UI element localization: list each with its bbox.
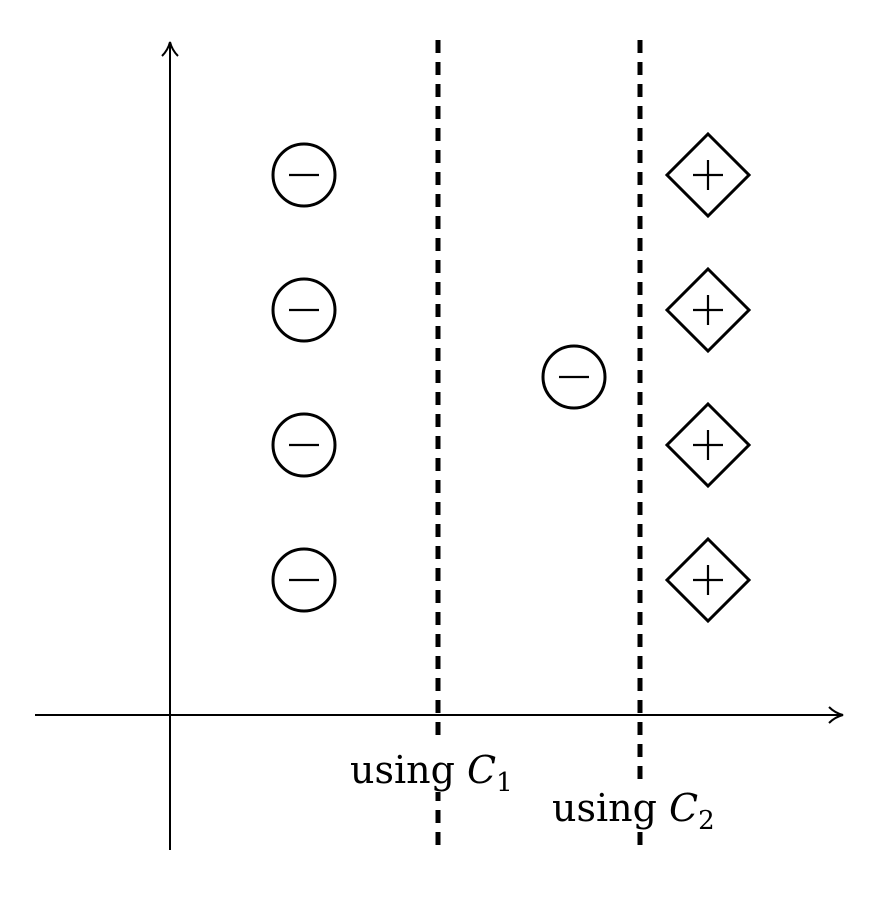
boundary-label-c2: using C2: [552, 786, 715, 836]
boundary-label-c1: using C1: [350, 748, 513, 798]
plus-icon: [693, 160, 723, 190]
plus-icon: [693, 295, 723, 325]
y-axis-arrow-icon: [161, 41, 179, 57]
negative-point: [541, 344, 607, 410]
positive-point: [664, 536, 752, 624]
positive-point: [664, 401, 752, 489]
positive-point: [664, 266, 752, 354]
plus-icon: [693, 565, 723, 595]
x-axis: [35, 706, 844, 724]
negative-point: [271, 547, 337, 613]
x-axis-arrow-icon: [828, 706, 844, 724]
negative-point: [271, 142, 337, 208]
y-axis: [161, 41, 179, 850]
positive-point: [664, 131, 752, 219]
plus-icon: [693, 430, 723, 460]
negative-point: [271, 412, 337, 478]
negative-point: [271, 277, 337, 343]
